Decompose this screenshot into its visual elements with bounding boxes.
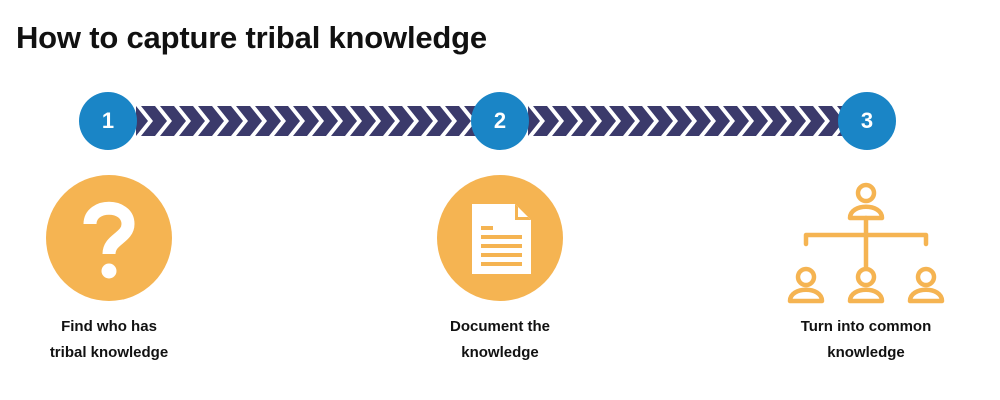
- step-1-caption: Find who has tribal knowledge: [0, 314, 229, 366]
- step-3-caption-line-2: knowledge: [827, 344, 905, 361]
- step-1-number: 1: [79, 92, 137, 150]
- step-1-caption-line-2: tribal knowledge: [49, 344, 169, 361]
- page-title: How to capture tribal knowledge: [16, 20, 487, 55]
- step-2-number: 2: [471, 92, 529, 150]
- connector-arrow-1-2: [136, 106, 476, 136]
- org-chart-icon: [786, 178, 946, 306]
- step-3-number: 3: [838, 92, 896, 150]
- step-3-caption: Turn into common knowledge: [746, 314, 986, 366]
- step-1-caption-line-1: Find who has: [61, 318, 157, 335]
- step-3-caption-line-1: Turn into common: [800, 318, 932, 335]
- step-2-caption-line-1: Document the: [449, 318, 550, 335]
- question-mark-icon: [46, 175, 172, 301]
- step-2-caption-line-2: knowledge: [461, 344, 539, 361]
- step-2-caption: Document the knowledge: [380, 314, 620, 366]
- document-icon: [437, 175, 563, 301]
